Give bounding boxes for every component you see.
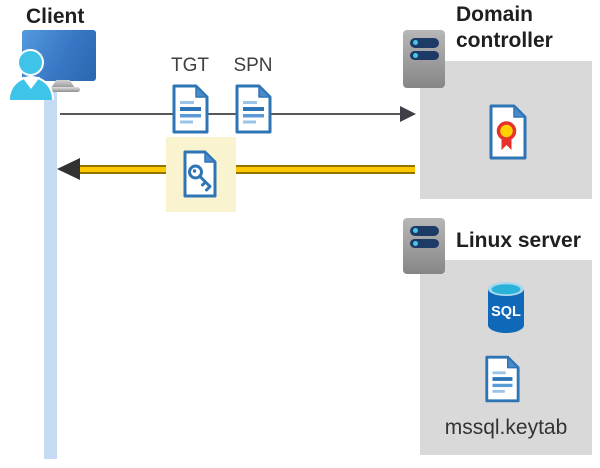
- linux-server-icon: [403, 218, 445, 274]
- server-led: [413, 228, 418, 234]
- sql-badge-text: SQL: [491, 304, 521, 320]
- response-arrowhead-icon: [57, 158, 80, 180]
- keytab-document-icon: [485, 355, 520, 403]
- monitor-base: [46, 87, 80, 92]
- sql-database-icon: SQL: [488, 282, 524, 333]
- monitor-stand: [51, 80, 75, 88]
- keytab-filename-label: mssql.keytab: [444, 416, 568, 439]
- server-bar: [410, 50, 439, 60]
- tgt-document-icon: [172, 84, 209, 134]
- client-label: Client: [26, 5, 85, 28]
- request-arrowhead-icon: [400, 106, 416, 122]
- key-document-icon: [183, 150, 217, 198]
- server-bar: [410, 238, 439, 248]
- domain-controller-label: Domain controller: [456, 3, 553, 52]
- request-arrow-line: [60, 113, 403, 115]
- server-led: [413, 40, 418, 46]
- server-bar: [410, 38, 439, 48]
- person-collar: [22, 77, 40, 89]
- domain-controller-server-icon: [403, 30, 445, 88]
- server-bar: [410, 226, 439, 236]
- server-led: [413, 240, 418, 246]
- spn-label: SPN: [233, 55, 273, 76]
- tgt-label: TGT: [171, 55, 209, 76]
- spn-document-icon: [235, 84, 272, 134]
- linux-server-label: Linux server: [456, 229, 581, 252]
- client-timeline-bar: [44, 88, 57, 459]
- person-head: [17, 49, 44, 76]
- certificate-icon: [489, 104, 527, 160]
- response-arrow-line: [78, 165, 415, 174]
- server-led: [413, 52, 418, 58]
